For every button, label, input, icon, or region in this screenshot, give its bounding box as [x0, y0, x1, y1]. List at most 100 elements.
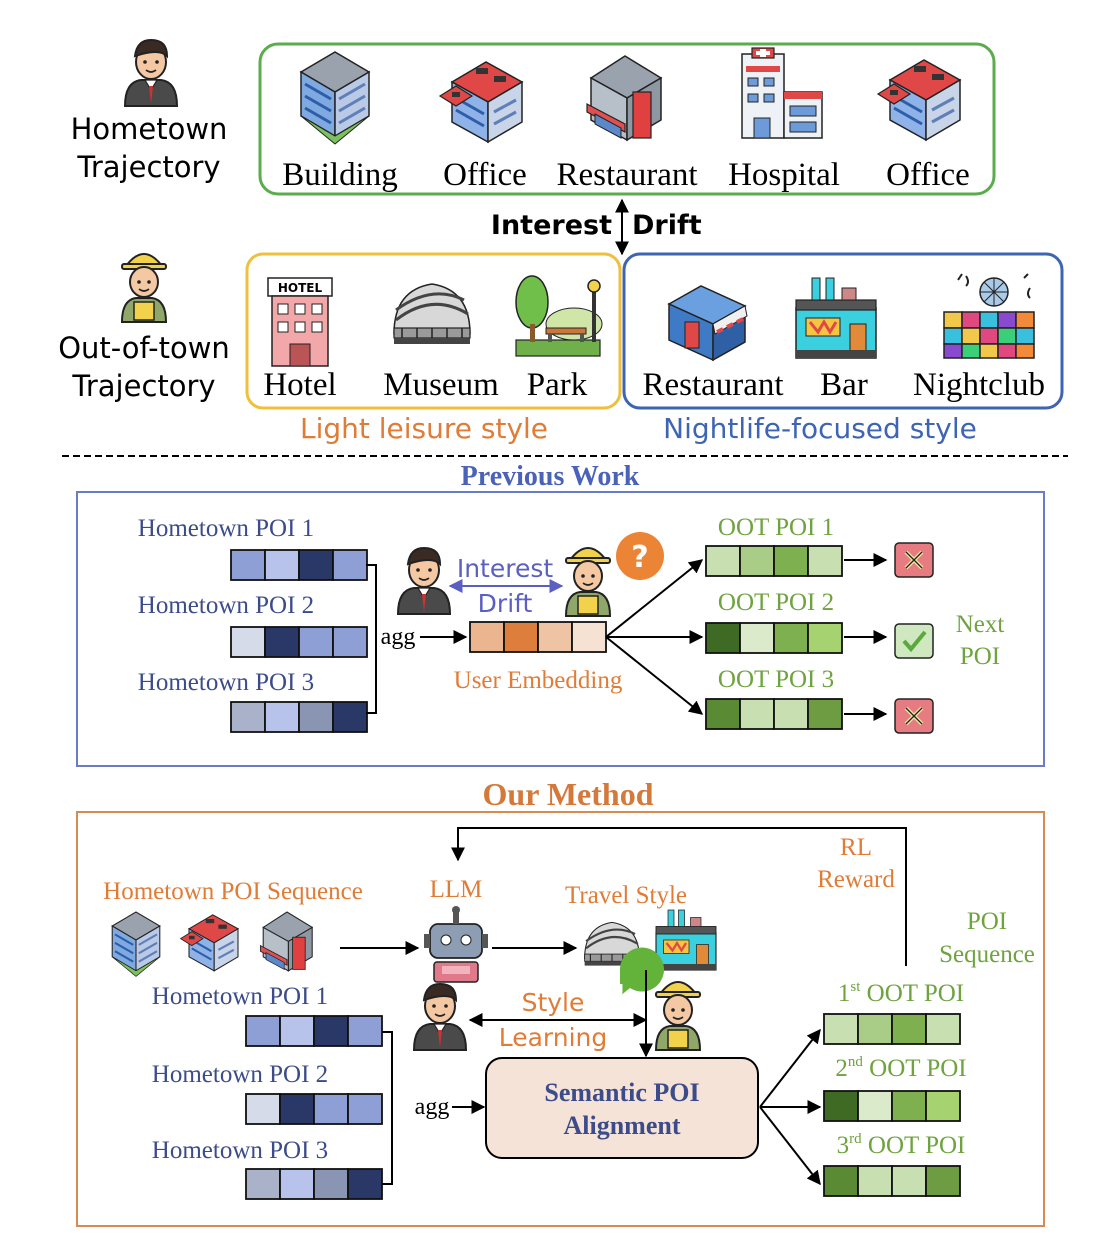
our-agg-label: agg — [415, 1094, 450, 1120]
prev-oot-vector-2-cell-1 — [705, 622, 741, 654]
ours-hometown-vector-2-cell-4 — [347, 1093, 383, 1125]
prev-hometown-vector-2-cell-3 — [298, 626, 334, 658]
oot-label-2: Trajectory — [71, 369, 215, 403]
prev-oot-poi-3: OOT POI 3 — [718, 666, 834, 693]
our-agg-bracket — [382, 1031, 393, 1185]
our-method-title: Our Method — [483, 776, 654, 812]
style-label: Style — [522, 988, 585, 1017]
prev-oot-vector-3-cell-1 — [705, 698, 741, 730]
poi-sequence-label-2: Sequence — [939, 941, 1035, 968]
ours-hometown-vector-1-cell-3 — [313, 1015, 349, 1047]
ours-hometown-vector-1-cell-2 — [279, 1015, 315, 1047]
prev-hometown-vector-3-cell-1 — [230, 701, 266, 733]
ours-oot-poi-2: 2nd OOT POI — [835, 1054, 966, 1082]
prev-hometown-vector-1-cell-3 — [298, 549, 334, 581]
style-bar-icon — [654, 908, 718, 972]
prev-hometown-vector-2-cell-2 — [264, 626, 300, 658]
office-icon-2 — [876, 58, 962, 142]
prev-oot-vector-2-cell-4 — [807, 622, 843, 654]
prev-hometown-vector-3-cell-3 — [298, 701, 334, 733]
next-poi-label-1: Next — [956, 611, 1005, 638]
interest-drift-left: Interest — [491, 210, 612, 241]
ours-oot-vector-2-cell-2 — [857, 1090, 893, 1122]
nightclub-icon — [943, 273, 1035, 359]
rl-label-1: RL — [840, 834, 872, 861]
question-mark: ? — [631, 540, 648, 575]
ours-oot-vector-3-cell-4 — [925, 1165, 961, 1197]
nightlife-style-label: Nightlife-focused style — [663, 412, 977, 445]
ours-oot-vector-3-cell-2 — [857, 1165, 893, 1197]
user-embedding-vector-cell-2 — [503, 621, 539, 653]
nightlife-box — [622, 252, 1064, 410]
ours-hometown-poi-3: Hometown POI 3 — [152, 1137, 328, 1164]
user-embedding-vector-cell-3 — [537, 621, 573, 653]
ours-oot-vector-1-cell-1 — [823, 1013, 859, 1045]
prev-oot-poi-2: OOT POI 2 — [718, 589, 834, 616]
ours-oot-vector-1-cell-3 — [891, 1013, 927, 1045]
hotel-sign: HOTEL — [278, 281, 323, 295]
restaurant-icon — [586, 55, 662, 141]
leisure-poi-museum: Museum — [383, 367, 499, 403]
our-person — [413, 983, 467, 1051]
ours-hometown-vector-2-cell-2 — [279, 1093, 315, 1125]
poi-sequence-label-1: POI — [967, 908, 1007, 935]
prev-hometown-vector-1-cell-4 — [332, 549, 368, 581]
prev-oot-poi-1: OOT POI 1 — [718, 514, 834, 541]
rl-feedback-arrow — [451, 827, 907, 966]
user-embedding-vector-cell-1 — [469, 621, 505, 653]
prev-oot-vector-2-cell-3 — [773, 622, 809, 654]
ours-oot-vector-3-cell-1 — [823, 1165, 859, 1197]
nightlife-poi-nightclub: Nightclub — [913, 367, 1045, 403]
align-to-oot-1 — [759, 1028, 821, 1108]
prev-drift-label: Drift — [478, 589, 533, 618]
prev-interest-label: Interest — [457, 554, 554, 583]
hometown-poi-restaurant: Restaurant — [556, 157, 697, 193]
prev-agg-bracket — [366, 564, 377, 714]
oot-label-1: Out-of-town — [58, 331, 230, 365]
prev-oot-vector-1-cell-1 — [705, 545, 741, 577]
wrong-mark-icon-2 — [893, 697, 935, 735]
next-poi-label-2: POI — [960, 643, 1000, 670]
prev-hometown-vector-3-cell-4 — [332, 701, 368, 733]
seq-office-icon — [179, 913, 240, 972]
restaurant-icon-2 — [667, 284, 749, 362]
prev-hometown-vector-1-cell-1 — [230, 549, 266, 581]
hometown-label-2: Trajectory — [76, 150, 220, 184]
prev-embedding-vectors — [230, 545, 843, 733]
prev-oot-vector-3-cell-4 — [807, 698, 843, 730]
hometown-poi-building: Building — [282, 157, 398, 193]
ours-oot-vector-2-cell-1 — [823, 1090, 859, 1122]
hospital-icon — [741, 47, 823, 139]
nightlife-poi-restaurant: Restaurant — [642, 367, 783, 403]
building-icon — [299, 50, 371, 146]
exclaim-mark: ! — [614, 978, 627, 1011]
office-icon — [438, 60, 524, 144]
museum-icon — [392, 282, 472, 346]
park-icon — [515, 275, 603, 357]
ours-oot-poi-3: 3rd OOT POI — [837, 1131, 966, 1159]
prev-arrow-to-oot-3 — [605, 636, 704, 715]
learning-label: Learning — [499, 1023, 608, 1052]
previous-work-title: Previous Work — [461, 461, 640, 492]
our-embedding-vectors — [245, 1013, 961, 1200]
prev-traveler — [565, 547, 611, 617]
leisure-style-label: Light leisure style — [300, 412, 548, 445]
ours-oot-poi-1: 1st OOT POI — [838, 979, 964, 1007]
interest-drift-right: Drift — [632, 210, 702, 241]
hometown-label-1: Hometown — [71, 112, 228, 146]
llm-robot-icon — [423, 905, 489, 983]
prev-arrow-to-oot-1 — [605, 559, 704, 638]
exclaim-bubble — [619, 947, 664, 996]
wrong-mark-icon — [893, 541, 935, 579]
ours-hometown-vector-2-cell-3 — [313, 1093, 349, 1125]
our-traveler — [655, 981, 701, 1051]
hometown-poi-office: Office — [443, 157, 527, 193]
ours-oot-vector-3-cell-3 — [891, 1165, 927, 1197]
traveler-person — [121, 253, 167, 323]
hometown-poi-office-2: Office — [886, 157, 970, 193]
alignment-label-1: Semantic POI — [544, 1078, 699, 1107]
seq-restaurant-icon — [259, 911, 313, 972]
ours-oot-vector-2-cell-4 — [925, 1090, 961, 1122]
prev-oot-vector-1-cell-3 — [773, 545, 809, 577]
ours-hometown-vector-1-cell-4 — [347, 1015, 383, 1047]
